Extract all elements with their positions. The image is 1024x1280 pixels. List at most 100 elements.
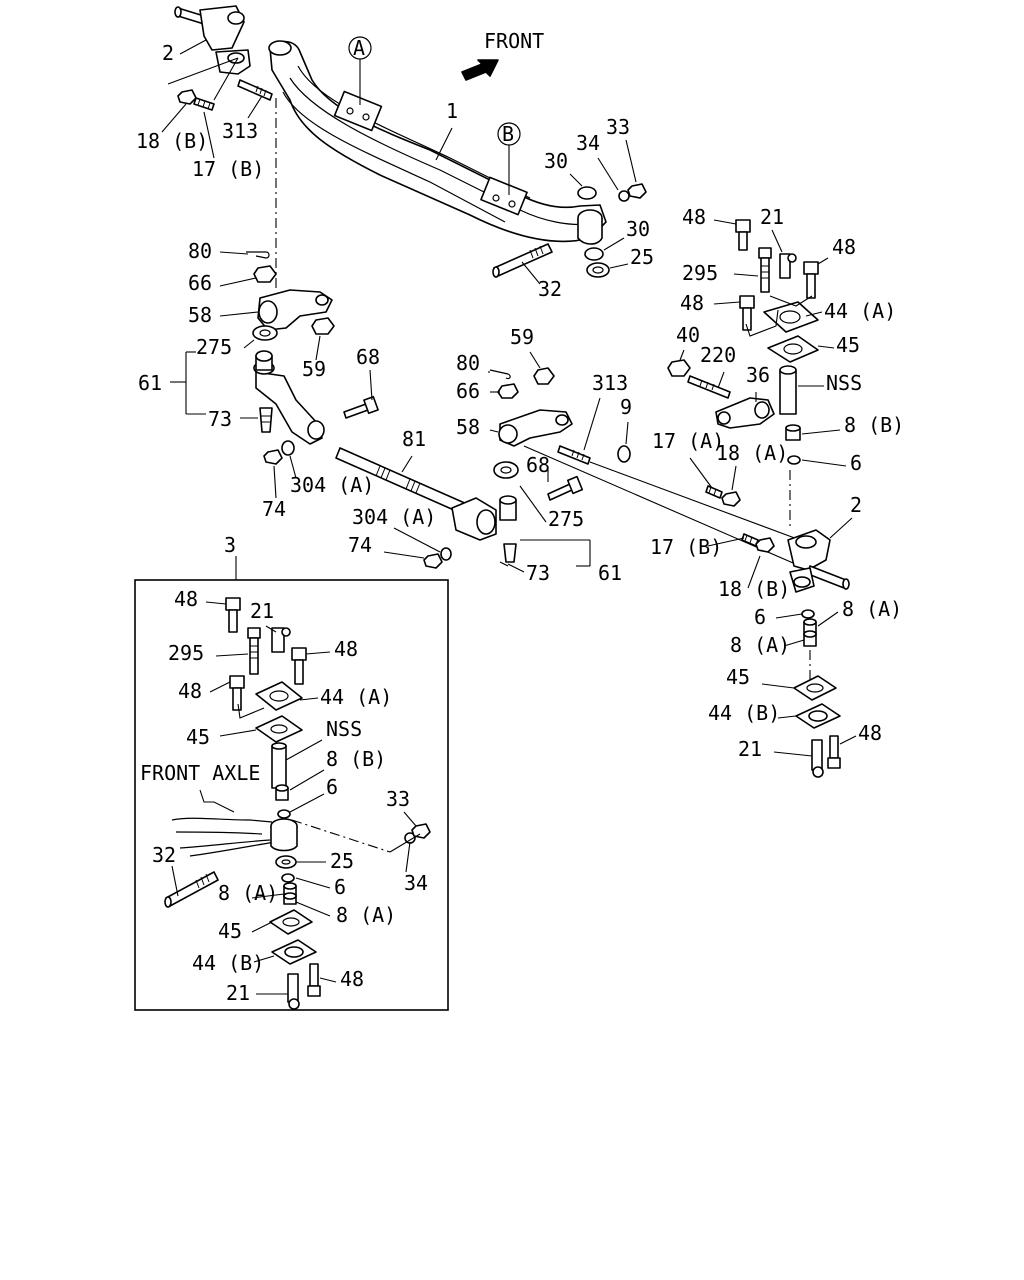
part-number-label: 304 (A) bbox=[290, 473, 374, 497]
label-leader-line bbox=[179, 39, 207, 55]
part-number-label: 1 bbox=[446, 99, 458, 123]
inset-bushing-8a-2 bbox=[283, 892, 297, 905]
boot-275-center bbox=[493, 461, 519, 479]
part-number-label: 2 bbox=[850, 493, 862, 517]
label-leader-line bbox=[219, 311, 259, 317]
part-number-label: 17 (B) bbox=[650, 535, 722, 559]
part-number-label: 25 bbox=[330, 849, 354, 873]
part-number-label: 2 bbox=[162, 41, 174, 65]
axle-beam bbox=[268, 40, 607, 245]
bolt-68-left bbox=[343, 395, 379, 419]
grease-nipple-21-right-bottom bbox=[811, 739, 824, 778]
part-number-label: 40 bbox=[676, 323, 700, 347]
label-leader-line bbox=[285, 739, 323, 761]
part-number-label: 48 bbox=[680, 291, 704, 315]
part-number-label: 3 bbox=[224, 533, 236, 557]
inset-cover-44a bbox=[255, 681, 303, 711]
label-leader-line bbox=[761, 683, 795, 689]
part-number-label: 8 (A) bbox=[218, 881, 278, 905]
part-number-label: 36 bbox=[746, 363, 770, 387]
bolt-17b-top bbox=[193, 97, 215, 111]
inset-king-pin-32 bbox=[164, 871, 219, 908]
part-number-label: 313 bbox=[592, 371, 628, 395]
shim-30-lower bbox=[584, 247, 604, 261]
part-number-label: 73 bbox=[526, 561, 550, 585]
knuckle-right bbox=[787, 529, 850, 593]
part-number-label: 17 (B) bbox=[192, 157, 264, 181]
part-number-label: 21 bbox=[250, 599, 274, 623]
part-number-label: 58 bbox=[188, 303, 212, 327]
label-leader-line bbox=[203, 111, 215, 159]
part-number-label: 66 bbox=[456, 379, 480, 403]
inset-cover-44b bbox=[271, 939, 317, 965]
shim-30-upper bbox=[577, 186, 597, 200]
seal-6-right-top bbox=[787, 455, 801, 465]
part-number-label: 220 bbox=[700, 343, 736, 367]
part-number-label: 80 bbox=[456, 351, 480, 375]
nut-33-top bbox=[627, 183, 647, 199]
label-leader-line bbox=[299, 697, 319, 701]
bolt-48-right-bottom bbox=[827, 735, 841, 769]
tie-rod-end-61-left bbox=[253, 350, 325, 445]
label-leader-line bbox=[717, 371, 725, 389]
label-leader-line bbox=[215, 653, 249, 657]
label-leader-line bbox=[773, 751, 813, 757]
inset-axle-end bbox=[171, 789, 298, 857]
label-leader-line bbox=[829, 517, 853, 539]
cover-44a-right bbox=[763, 301, 819, 333]
label-leader-line bbox=[775, 613, 803, 619]
part-number-label: 59 bbox=[510, 325, 534, 349]
part-number-label: 45 bbox=[726, 665, 750, 689]
part-number-label: 32 bbox=[538, 277, 562, 301]
label-leader-line bbox=[713, 219, 737, 225]
part-number-label: 48 bbox=[682, 205, 706, 229]
part-number-label: 80 bbox=[188, 239, 212, 263]
castle-nut-66-left bbox=[253, 265, 277, 283]
label-leader-line bbox=[315, 335, 321, 361]
part-number-label: 58 bbox=[456, 415, 480, 439]
part-number-label: NSS bbox=[326, 717, 362, 741]
part-number-label: 6 bbox=[326, 775, 338, 799]
inset-bolt-48-bottom bbox=[307, 963, 321, 997]
part-number-label: 81 bbox=[402, 427, 426, 451]
label-leader-line bbox=[243, 339, 255, 349]
cotter-pin-80-left bbox=[246, 251, 270, 259]
nut-40-right bbox=[667, 359, 691, 377]
label-leader-line bbox=[805, 311, 823, 317]
inset-bearing-25 bbox=[275, 855, 297, 869]
part-number-label: 33 bbox=[386, 787, 410, 811]
label-leader-line bbox=[801, 429, 841, 435]
label-leader-line bbox=[707, 537, 745, 547]
part-number-label: 275 bbox=[548, 507, 584, 531]
nut-59-center bbox=[533, 367, 555, 385]
part-number-label: 8 (B) bbox=[326, 747, 386, 771]
label-leader-line bbox=[679, 349, 685, 361]
inset-front-axle-label: FRONT AXLE bbox=[140, 761, 260, 785]
label-leader-line bbox=[713, 301, 741, 305]
inset-nut-33 bbox=[411, 823, 431, 839]
inset-bolt-48-right bbox=[291, 647, 307, 685]
label-leader-line bbox=[529, 351, 541, 369]
label-leader-line bbox=[403, 811, 417, 827]
part-number-label: 33 bbox=[606, 115, 630, 139]
label-leader-line bbox=[521, 261, 541, 285]
inset-grease-nipple-21-bottom bbox=[287, 973, 300, 1010]
label-leader-line bbox=[817, 257, 829, 265]
label-leader-line bbox=[289, 455, 297, 479]
label-leader-line bbox=[209, 681, 231, 693]
part-number-label: 48 bbox=[832, 235, 856, 259]
label-leader-line bbox=[625, 421, 629, 445]
part-number-label: 74 bbox=[262, 497, 286, 521]
grease-nipple-73-center bbox=[499, 543, 517, 567]
part-number-label: 8 (B) bbox=[844, 413, 904, 437]
label-leader-line bbox=[731, 465, 737, 491]
label-leader-line bbox=[777, 715, 797, 719]
label-leader-line bbox=[219, 277, 257, 287]
cotter-pin-80-center bbox=[489, 369, 511, 380]
label-leader-line bbox=[205, 601, 227, 605]
inset-bushing-8b bbox=[275, 784, 289, 801]
king-pin-32-top bbox=[492, 243, 553, 278]
part-number-label: 30 bbox=[544, 149, 568, 173]
label-leader-line bbox=[597, 157, 619, 191]
part-number-label: 25 bbox=[630, 245, 654, 269]
